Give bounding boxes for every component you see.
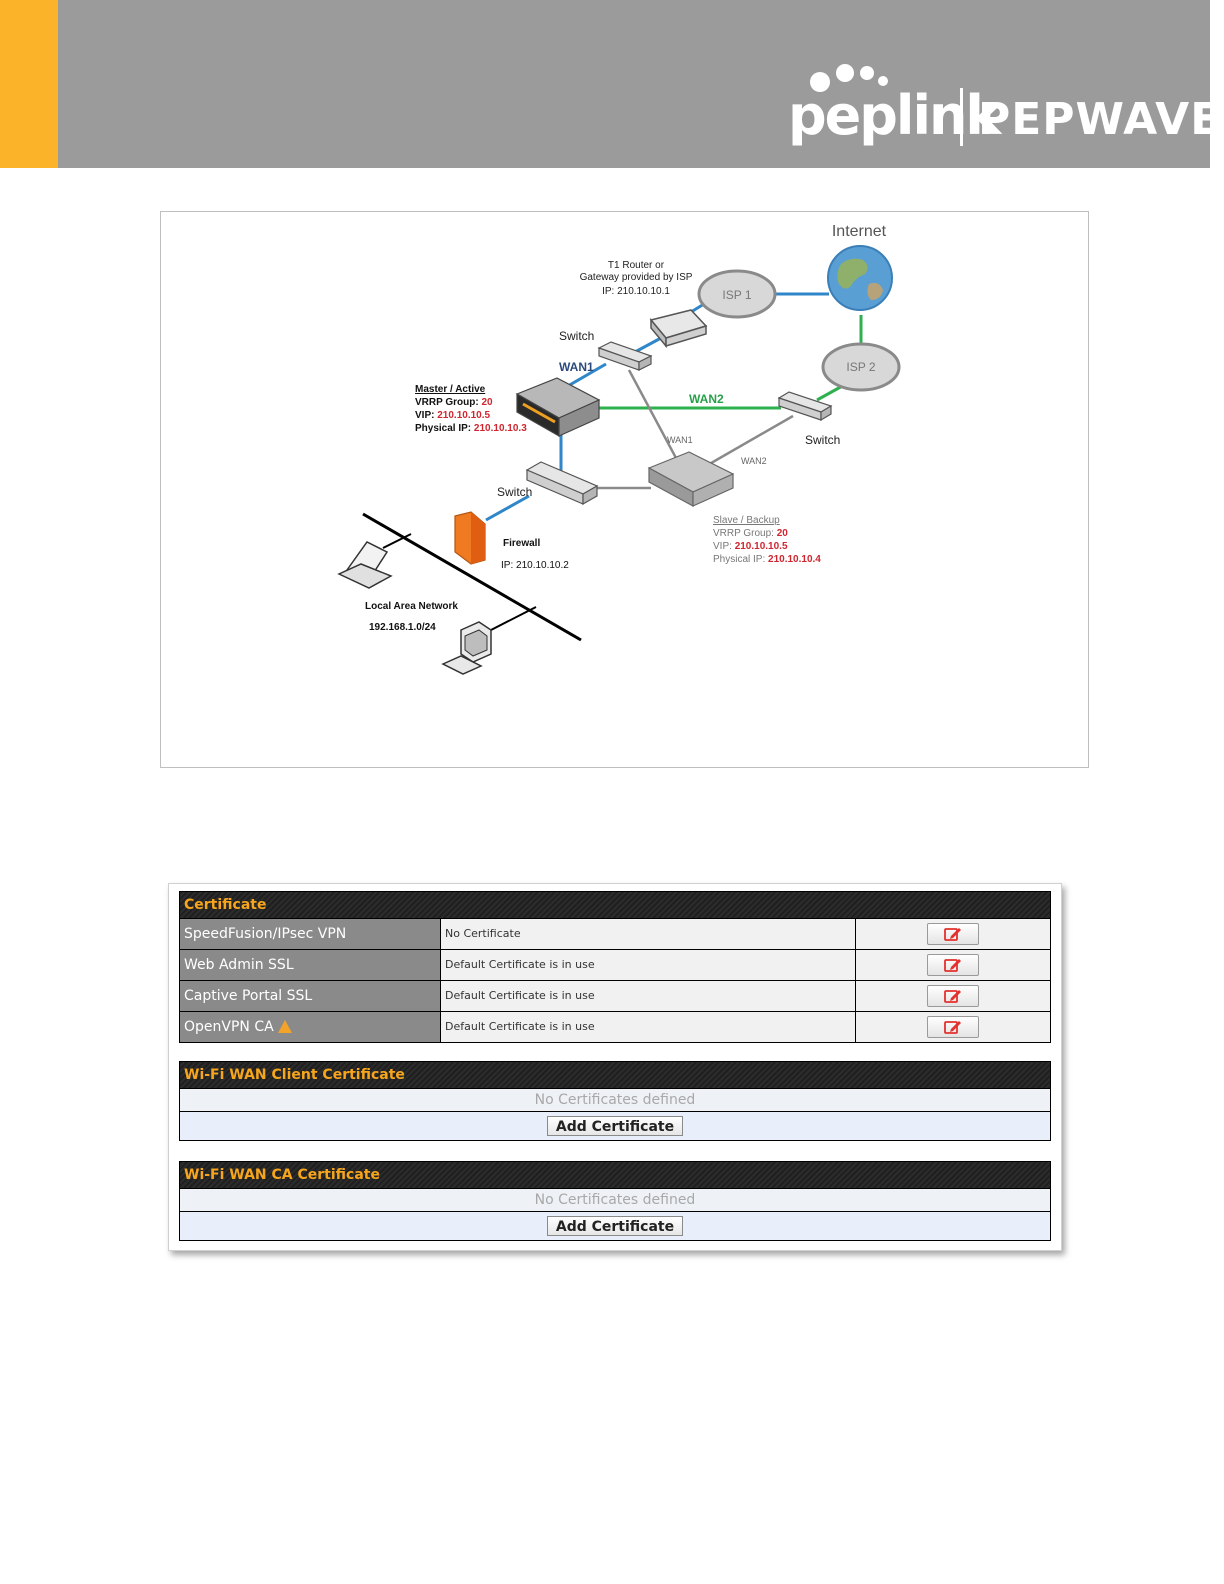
table-row: OpenVPN CA Default Certificate is in use xyxy=(179,1012,1051,1043)
slave-router-icon xyxy=(647,451,735,508)
switch-top-icon xyxy=(597,341,653,371)
firewall-ip: IP: 210.10.10.2 xyxy=(501,560,569,571)
certificate-settings-panel: Certificate SpeedFusion/IPsec VPN No Cer… xyxy=(168,883,1062,1251)
wan2-small-label: WAN2 xyxy=(741,456,767,466)
cert-row-value: No Certificate xyxy=(441,919,856,949)
firewall-icon xyxy=(454,511,486,565)
cert-row-label: Web Admin SSL xyxy=(180,950,441,980)
slave-vip-value: 210.10.10.5 xyxy=(735,541,788,552)
firewall-label: Firewall xyxy=(503,538,540,549)
switch-bottom-label: Switch xyxy=(497,485,532,499)
master-title: Master / Active xyxy=(415,384,486,395)
isp2-node xyxy=(821,342,901,392)
slave-group-label: VRRP Group: xyxy=(713,528,777,539)
switch-right-label: Switch xyxy=(805,433,840,447)
slave-phys-value: 210.10.10.4 xyxy=(768,554,821,565)
wan2-main-label: WAN2 xyxy=(689,392,724,406)
cert-row-label: OpenVPN CA xyxy=(184,1019,274,1035)
master-vip-value: 210.10.10.5 xyxy=(437,410,490,421)
slave-phys-label: Physical IP: xyxy=(713,554,768,565)
edit-openvpn-ca-button[interactable] xyxy=(927,1016,979,1038)
cert-row-value: Default Certificate is in use xyxy=(441,981,856,1011)
wan1-small-label: WAN1 xyxy=(667,435,693,445)
switch-bottom-icon xyxy=(525,461,599,506)
t1-router-ip: IP: 210.10.10.1 xyxy=(602,286,670,297)
master-group-label: VRRP Group: xyxy=(415,397,481,408)
laptop-icon xyxy=(337,541,393,589)
edit-web-admin-ssl-button[interactable] xyxy=(927,954,979,976)
master-phys-value: 210.10.10.3 xyxy=(474,423,527,434)
svg-text:VIP: 210.10.10.5: VIP: 210.10.10.5 xyxy=(415,410,491,421)
add-ca-certificate-button[interactable]: Add Certificate xyxy=(546,1216,684,1236)
svg-text:VRRP Group: 20: VRRP Group: 20 xyxy=(415,397,493,408)
cert-row-label: SpeedFusion/IPsec VPN xyxy=(180,919,441,949)
svg-text:VRRP Group: 20: VRRP Group: 20 xyxy=(713,528,788,539)
master-group-value: 20 xyxy=(481,397,493,408)
certificate-table-title: Certificate xyxy=(179,891,1051,919)
wifi-ca-cert-title: Wi-Fi WAN CA Certificate xyxy=(179,1161,1051,1189)
diagram-links xyxy=(362,292,863,642)
t1-router-line1: T1 Router or xyxy=(608,260,665,271)
edit-captive-portal-ssl-button[interactable] xyxy=(927,985,979,1007)
isp2-label: ISP 2 xyxy=(846,360,875,374)
master-router-icon xyxy=(515,377,601,438)
isp1-label: ISP 1 xyxy=(722,288,751,302)
slave-title: Slave / Backup xyxy=(713,515,780,526)
logo-pepwave-text: PEPWAVE xyxy=(978,94,1222,145)
switch-top-label: Switch xyxy=(559,329,594,343)
svg-text:Master / Active: Master / Active xyxy=(415,384,486,395)
wifi-client-cert-title: Wi-Fi WAN Client Certificate xyxy=(179,1061,1051,1089)
svg-text:VIP: 210.10.10.5: VIP: 210.10.10.5 xyxy=(713,541,788,552)
add-client-certificate-button[interactable]: Add Certificate xyxy=(546,1116,684,1136)
table-row: SpeedFusion/IPsec VPN No Certificate xyxy=(179,919,1051,950)
edit-icon xyxy=(944,928,961,941)
cert-row-value: Default Certificate is in use xyxy=(441,1012,856,1042)
edit-icon xyxy=(944,959,961,972)
wifi-ca-empty-text: No Certificates defined xyxy=(179,1189,1051,1212)
internet-label: Internet xyxy=(832,223,887,240)
isp1-node xyxy=(697,269,777,319)
logo-peplink-text: peplink xyxy=(788,84,1001,147)
lan-subnet: 192.168.1.0/24 xyxy=(369,622,436,633)
internet-globe-icon xyxy=(827,245,893,311)
logo-divider xyxy=(960,88,963,146)
edit-icon xyxy=(944,990,961,1003)
wifi-wan-ca-cert-table: Wi-Fi WAN CA Certificate No Certificates… xyxy=(179,1161,1051,1241)
page-header: peplink PEPWAVE xyxy=(0,0,1224,168)
svg-text:Slave / Backup: Slave / Backup xyxy=(713,515,780,526)
lan-label: Local Area Network xyxy=(365,601,458,612)
table-row: Web Admin SSL Default Certificate is in … xyxy=(179,950,1051,981)
desktop-pc-icon xyxy=(441,621,492,675)
table-row: Captive Portal SSL Default Certificate i… xyxy=(179,981,1051,1012)
network-diagram: ISP 1 ISP 2 Internet T1 Router or Gatewa… xyxy=(160,211,1089,768)
edit-icon xyxy=(944,1021,961,1034)
switch-right-icon xyxy=(777,391,833,422)
wan1-main-label: WAN1 xyxy=(559,360,594,374)
wifi-client-empty-text: No Certificates defined xyxy=(179,1089,1051,1112)
wifi-wan-client-cert-table: Wi-Fi WAN Client Certificate No Certific… xyxy=(179,1061,1051,1141)
cert-row-label: Captive Portal SSL xyxy=(180,981,441,1011)
master-phys-label: Physical IP: xyxy=(415,423,474,434)
edit-speedfusion-cert-button[interactable] xyxy=(927,923,979,945)
t1-router-line2: Gateway provided by ISP xyxy=(580,272,693,283)
certificate-table: Certificate SpeedFusion/IPsec VPN No Cer… xyxy=(179,891,1051,1043)
cert-row-value: Default Certificate is in use xyxy=(441,950,856,980)
header-accent-bar xyxy=(0,0,58,168)
svg-text:Physical IP: 210.10.10.3: Physical IP: 210.10.10.3 xyxy=(415,423,527,434)
slave-vip-label: VIP: xyxy=(713,541,735,552)
slave-group-value: 20 xyxy=(777,528,789,539)
t1-router-icon xyxy=(649,309,708,349)
brand-logo: peplink PEPWAVE xyxy=(786,62,1220,152)
master-vip-label: VIP: xyxy=(415,410,437,421)
svg-text:Physical IP: 210.10.10.4: Physical IP: 210.10.10.4 xyxy=(713,554,821,565)
warning-icon xyxy=(277,1020,292,1033)
